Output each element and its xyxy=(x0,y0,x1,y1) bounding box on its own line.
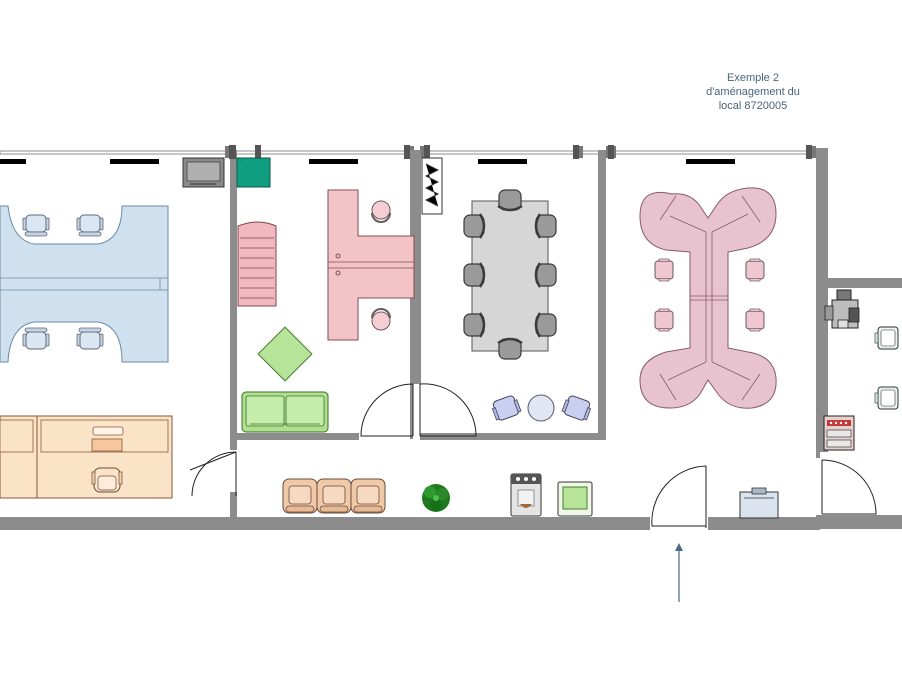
conference-chair xyxy=(534,261,558,289)
office-chair xyxy=(22,214,50,237)
stool xyxy=(874,386,899,410)
collaboration-room xyxy=(639,187,777,409)
office-chair xyxy=(22,327,50,350)
plan-caption: Exemple 2 d'aménagement du local 8720005 xyxy=(690,71,816,113)
reception-desks xyxy=(0,415,173,499)
caption-line-2: d'aménagement du xyxy=(706,86,800,98)
storage-cabinet xyxy=(237,221,277,307)
private-desks xyxy=(327,189,415,341)
plant-icon xyxy=(422,484,450,512)
waiting-armchair xyxy=(350,478,386,514)
coffee-machine-icon xyxy=(510,473,542,517)
conference-chair xyxy=(496,337,524,361)
side-table xyxy=(257,326,313,382)
round-table xyxy=(527,394,555,422)
office-chair xyxy=(745,308,765,332)
office-chair xyxy=(76,214,104,237)
kitchenette xyxy=(823,289,899,451)
conference-chair xyxy=(496,188,524,212)
office-chair xyxy=(654,308,674,332)
office-chair xyxy=(371,308,391,331)
bone-table xyxy=(639,187,777,409)
shredder-icon xyxy=(739,487,779,519)
copier-icon xyxy=(824,289,860,329)
lounge-chair xyxy=(491,395,522,421)
teal-cabinet xyxy=(236,157,271,188)
office-chair xyxy=(371,200,391,223)
printer xyxy=(182,157,225,188)
conference-chair xyxy=(534,212,558,240)
office-chair xyxy=(654,258,674,282)
stool xyxy=(874,326,899,350)
lounge-chair xyxy=(561,395,592,421)
caption-line-1: Exemple 2 xyxy=(727,72,779,84)
office-chair xyxy=(745,258,765,282)
office-chair xyxy=(76,327,104,350)
corridor xyxy=(282,473,779,602)
conference-chair xyxy=(462,212,486,240)
doors xyxy=(189,383,877,528)
office-chair xyxy=(91,467,123,493)
oven-icon xyxy=(823,415,855,451)
conference-chair xyxy=(462,261,486,289)
conference-chair xyxy=(534,311,558,339)
caption-line-3: local 8720005 xyxy=(718,100,788,112)
conference-chair xyxy=(462,311,486,339)
private-office xyxy=(236,157,415,433)
entrance-arrow-icon xyxy=(675,543,683,602)
sofa xyxy=(241,391,329,433)
conference-room xyxy=(421,157,592,422)
trash-bin-icon xyxy=(557,481,593,517)
waiting-armchair xyxy=(316,478,352,514)
waiting-armchair xyxy=(282,478,318,514)
open-space-desks xyxy=(0,205,169,363)
